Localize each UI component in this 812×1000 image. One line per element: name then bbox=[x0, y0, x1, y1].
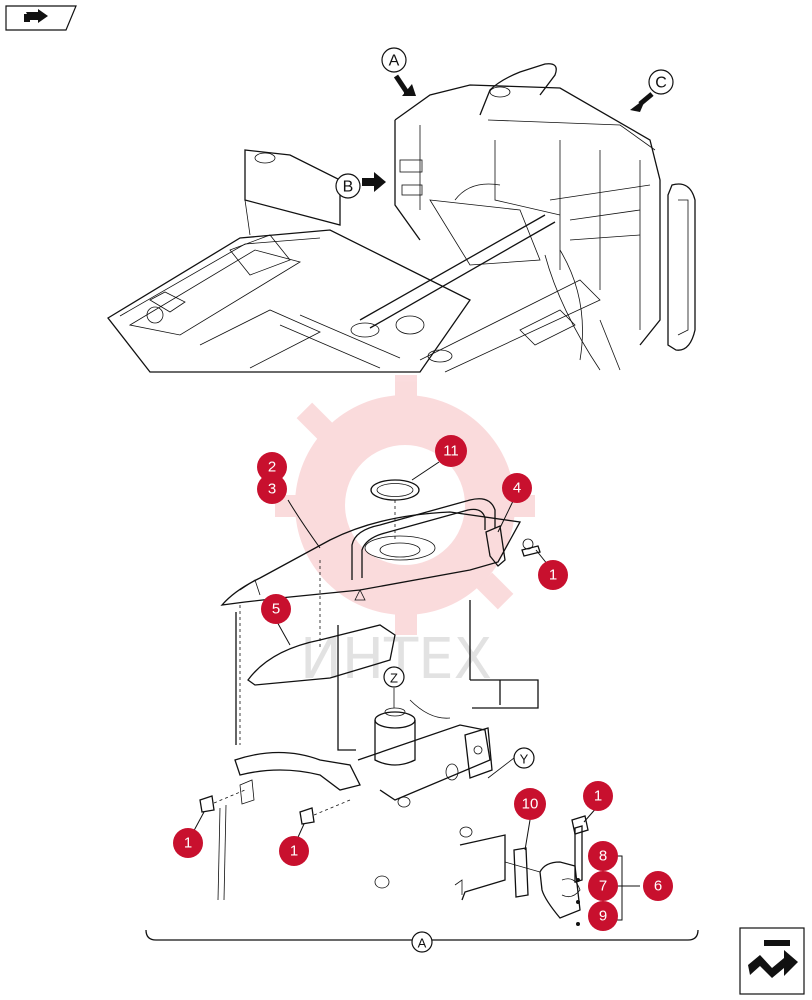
callout-1-roof[interactable]: 1 bbox=[538, 560, 568, 590]
svg-text:3: 3 bbox=[268, 481, 276, 498]
svg-text:1: 1 bbox=[290, 843, 298, 860]
svg-text:A: A bbox=[418, 936, 427, 951]
callout-7[interactable]: 7 bbox=[588, 871, 618, 901]
callout-1-right[interactable]: 1 bbox=[583, 781, 613, 811]
section-label-a: A bbox=[411, 931, 433, 953]
svg-text:4: 4 bbox=[513, 480, 521, 497]
machine-overview-drawing bbox=[107, 63, 696, 373]
svg-text:8: 8 bbox=[599, 848, 607, 865]
callout-1-left[interactable]: 1 bbox=[173, 828, 203, 858]
arrow-back-icon bbox=[24, 9, 48, 23]
svg-text:C: C bbox=[655, 75, 667, 92]
callout-2[interactable]: 2 bbox=[257, 452, 287, 482]
callout-5[interactable]: 5 bbox=[261, 594, 291, 624]
next-page-button[interactable] bbox=[739, 927, 805, 995]
view-a-arrow bbox=[393, 74, 416, 96]
svg-text:7: 7 bbox=[599, 878, 607, 895]
view-label-a: A bbox=[381, 47, 407, 73]
svg-text:1: 1 bbox=[594, 788, 602, 805]
svg-text:Y: Y bbox=[520, 752, 529, 767]
svg-text:2: 2 bbox=[268, 459, 276, 476]
svg-text:6: 6 bbox=[654, 878, 662, 895]
callout-4[interactable]: 4 bbox=[502, 473, 532, 503]
detail-label-z: Z bbox=[383, 666, 405, 688]
view-b-arrow bbox=[362, 172, 386, 192]
svg-text:9: 9 bbox=[599, 908, 607, 925]
svg-text:10: 10 bbox=[522, 796, 539, 813]
svg-text:1: 1 bbox=[549, 567, 557, 584]
view-label-c: C bbox=[648, 69, 674, 95]
detail-label-y: Y bbox=[513, 747, 535, 769]
callout-1-center[interactable]: 1 bbox=[279, 836, 309, 866]
svg-text:1: 1 bbox=[184, 835, 192, 852]
svg-text:5: 5 bbox=[272, 601, 280, 618]
view-c-arrow bbox=[630, 92, 654, 112]
callout-6[interactable]: 6 bbox=[643, 871, 673, 901]
svg-text:B: B bbox=[343, 179, 354, 196]
section-a-bracket bbox=[145, 929, 699, 941]
callout-10[interactable]: 10 bbox=[514, 788, 546, 820]
callout-3[interactable]: 3 bbox=[257, 474, 287, 504]
svg-text:11: 11 bbox=[443, 443, 459, 460]
svg-text:A: A bbox=[389, 53, 400, 70]
arrow-forward-icon bbox=[748, 940, 798, 978]
callout-9[interactable]: 9 bbox=[588, 901, 618, 931]
callout-8[interactable]: 8 bbox=[588, 841, 618, 871]
prev-page-button[interactable] bbox=[5, 5, 77, 31]
callout-11[interactable]: 11 bbox=[435, 435, 467, 467]
exploded-roof-drawing bbox=[199, 479, 589, 926]
svg-text:Z: Z bbox=[390, 671, 398, 686]
view-label-b: B bbox=[335, 173, 361, 199]
watermark bbox=[275, 375, 535, 635]
